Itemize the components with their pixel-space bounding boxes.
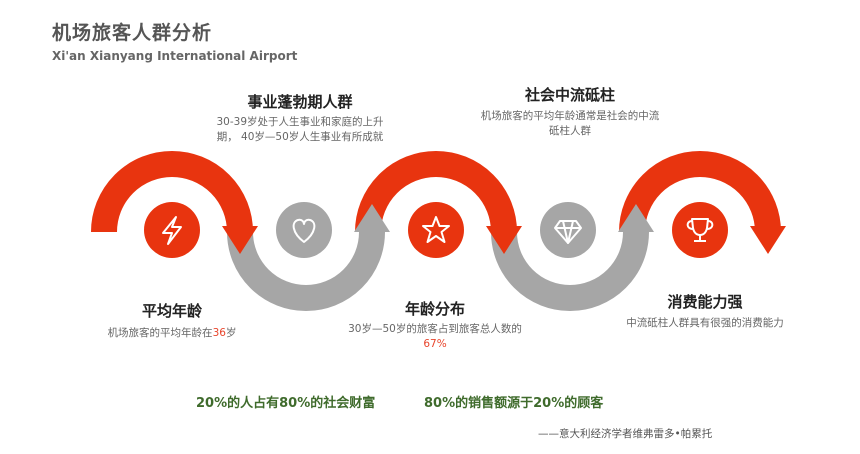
quote-author: ——意大利经济学者维弗雷多•帕累托 bbox=[538, 428, 713, 440]
heart-icon bbox=[292, 218, 316, 243]
circle-5 bbox=[672, 202, 728, 258]
step-desc-1: 机场旅客的平均年龄在36岁 bbox=[107, 327, 237, 339]
step-heading-1: 平均年龄 bbox=[141, 302, 202, 320]
step-heading-4: 社会中流砥柱 bbox=[524, 86, 615, 104]
step-heading-2: 事业蓬勃期人群 bbox=[247, 93, 353, 111]
step-desc-5: 中流砥柱人群具有很强的消费能力 bbox=[626, 317, 784, 329]
arc-3 bbox=[355, 151, 517, 233]
arc-2 bbox=[227, 231, 385, 311]
circle-2 bbox=[276, 202, 332, 258]
arc-4 bbox=[491, 231, 649, 311]
step-desc-3: 30岁—50岁的旅客占到旅客总人数的67% bbox=[348, 323, 522, 350]
step-heading-3: 年龄分布 bbox=[404, 300, 465, 318]
quote-right: 80%的销售额源于20%的顾客 bbox=[424, 396, 604, 411]
page-title: 机场旅客人群分析 bbox=[52, 22, 213, 44]
lightning-icon bbox=[162, 216, 182, 245]
arrow-up-2 bbox=[354, 204, 390, 232]
circle-1 bbox=[144, 202, 200, 258]
page-subtitle: Xi'an Xianyang International Airport bbox=[52, 49, 298, 63]
diamond-icon bbox=[554, 220, 582, 244]
trophy-icon bbox=[686, 218, 714, 242]
arrow-down-1 bbox=[222, 226, 258, 254]
circle-3 bbox=[408, 202, 464, 258]
circle-4 bbox=[540, 202, 596, 258]
quote-left: 20%的人占有80%的社会财富 bbox=[196, 396, 376, 411]
arrow-down-5 bbox=[750, 226, 786, 254]
arc-1 bbox=[91, 151, 253, 233]
arc-5 bbox=[619, 151, 781, 233]
step-desc-4: 机场旅客的平均年龄通常是社会的中流砥柱人群 bbox=[480, 110, 660, 137]
star-icon bbox=[422, 216, 450, 243]
step-heading-5: 消费能力强 bbox=[667, 293, 743, 311]
arrow-up-4 bbox=[618, 204, 654, 232]
step-desc-3-highlight: 67% bbox=[423, 338, 447, 350]
step-desc-1-highlight: 36 bbox=[212, 327, 226, 339]
arrow-down-3 bbox=[486, 226, 522, 254]
step-desc-2: 30-39岁处于人生事业和家庭的上升期， 40岁—50岁人生事业有所成就 bbox=[216, 116, 384, 143]
